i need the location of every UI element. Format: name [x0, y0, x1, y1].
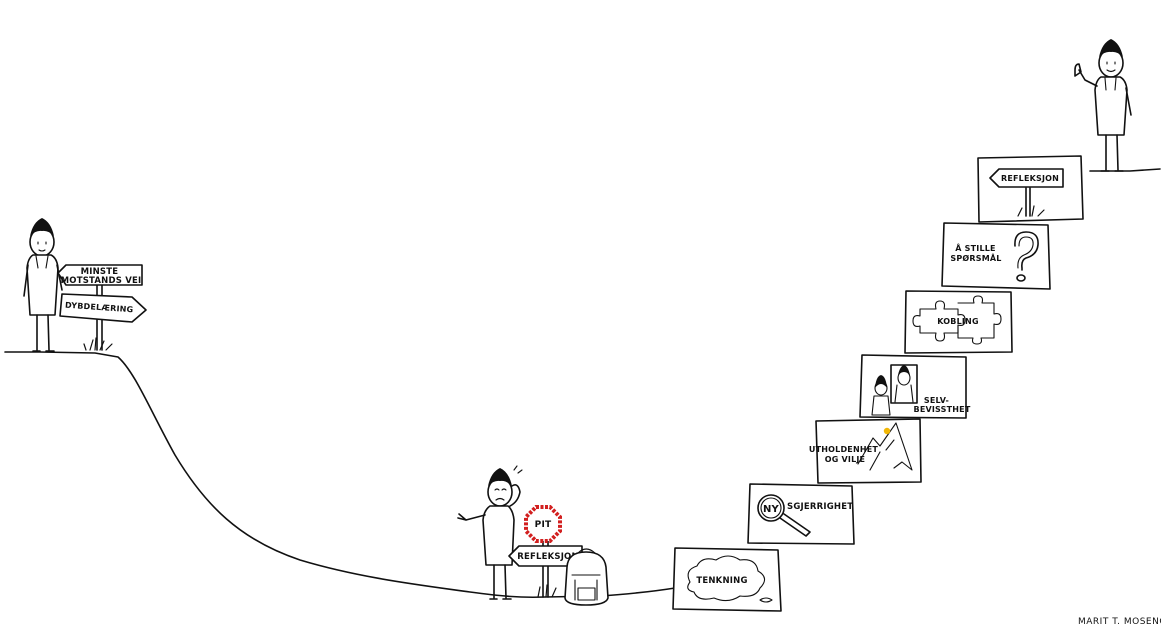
step-kobling-label: KOBLING: [937, 317, 978, 326]
start-person: [24, 218, 62, 351]
sun-icon: [884, 428, 890, 434]
pit-stop-sign-label: PIT: [535, 520, 552, 530]
pit-person: [458, 466, 522, 599]
backpack-icon: [565, 549, 608, 605]
step-nysgjerrighet-label: SGJERRIGHET: [787, 502, 853, 512]
top-person: [1075, 39, 1131, 171]
step-ny-badge: NY: [763, 504, 780, 515]
step-refleksjon-top: [978, 156, 1083, 222]
step-tenkning-label: TENKNING: [696, 576, 747, 586]
artist-signature: MARIT T. MOSENG: [1078, 617, 1161, 626]
step-refleksjon-label: REFLEKSJON: [1001, 174, 1059, 183]
